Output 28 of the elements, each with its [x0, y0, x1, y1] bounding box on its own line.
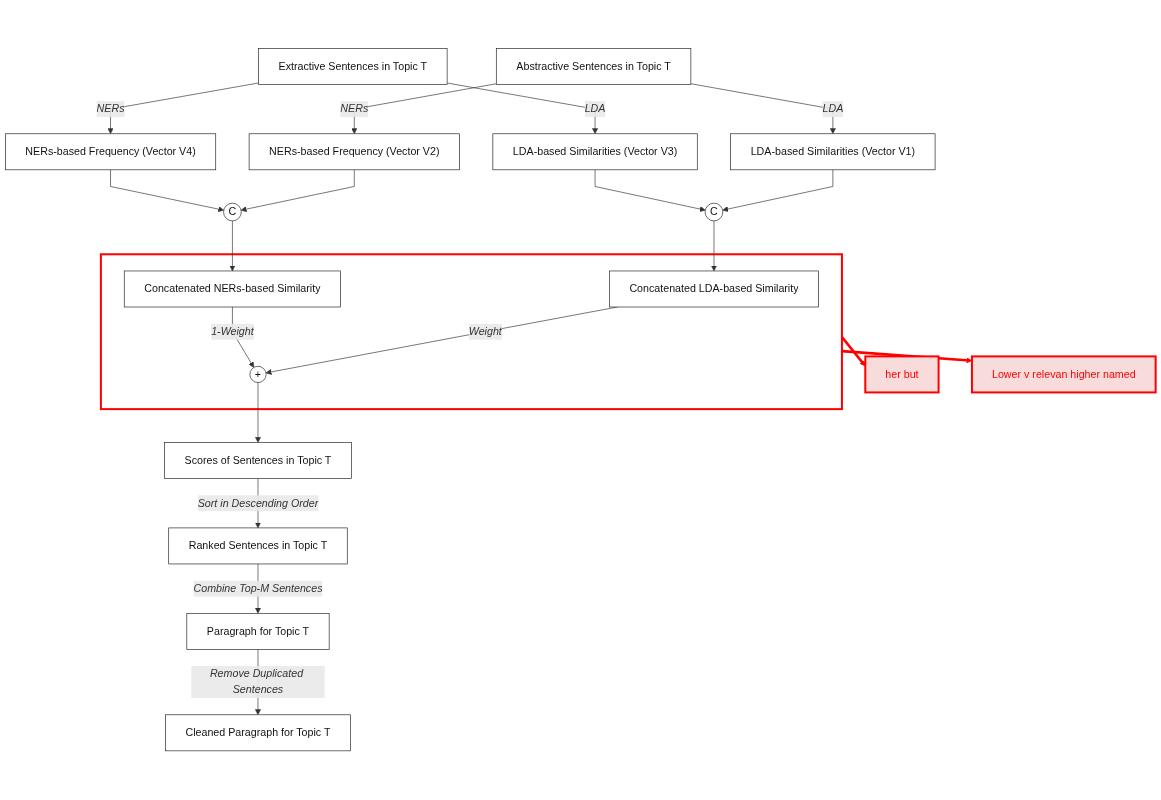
edge-label: LDA [822, 103, 844, 115]
node-box: Concatenated NERs-based Similarity [123, 271, 341, 308]
node-box: Cleaned Paragraph for Topic T [165, 714, 351, 752]
edge-label: 1-Weight [211, 326, 254, 338]
node-circle: + [249, 366, 267, 384]
node-circle: C [223, 203, 242, 222]
node-box: Abstractive Sentences in Topic T [495, 48, 692, 86]
node-circle: C [704, 203, 724, 222]
node-box: Extractive Sentences in Topic T [258, 48, 448, 86]
cluster [99, 253, 843, 411]
edge-label: LDA [584, 103, 606, 115]
node-box: NERs-based Frequency (Vector V2) [248, 133, 460, 171]
node-box: Ranked Sentences in Topic T [168, 528, 348, 565]
node-box: LDA-based Similarities (Vector V3) [492, 133, 698, 171]
node-box: Paragraph for Topic T [186, 613, 330, 651]
node-box: her but [864, 355, 940, 394]
node-box: Concatenated LDA-based Similarity [609, 271, 819, 308]
arrow [840, 336, 866, 367]
node-box: Lower v relevan higher named [970, 355, 1157, 394]
edge-label: Weight [468, 326, 502, 338]
edge-label: Remove Duplicated Sentences [209, 668, 304, 696]
node-box: LDA-based Similarities (Vector V1) [730, 133, 936, 171]
edge-label: Sort in Descending Order [197, 497, 319, 509]
node-box: NERs-based Frequency (Vector V4) [5, 133, 217, 171]
edge-label: Combine Top-M Sentences [193, 583, 323, 595]
node-box: Scores of Sentences in Topic T [164, 442, 352, 480]
edge-label: NERs [340, 103, 369, 115]
edge-label: NERs [96, 103, 125, 115]
